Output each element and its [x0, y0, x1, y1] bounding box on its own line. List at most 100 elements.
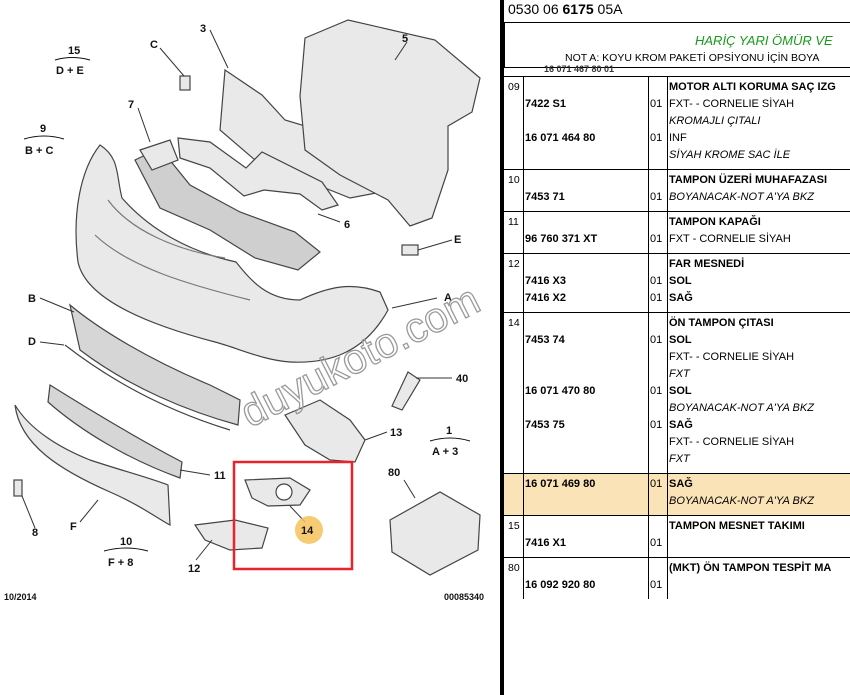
row-number: 80: [508, 562, 520, 574]
part-number: 16 071 464 80: [525, 132, 596, 144]
description: FXT: [669, 453, 690, 465]
bezel-13-shape: [193, 519, 269, 551]
quantity: 01: [650, 191, 663, 203]
highlight-box: [232, 460, 354, 571]
callout-80: 80: [388, 467, 400, 479]
part-number: 16 071 470 80: [525, 385, 596, 397]
part-number: 16 071 469 80: [525, 478, 596, 490]
table-row: 10 TAMPON ÜZERİ MUHAFAZASI 7453 71 01 BOYANA…: [504, 169, 850, 211]
quantity: 01: [650, 98, 663, 110]
description: SOL: [669, 334, 692, 346]
strip-c-shape: [64, 344, 231, 431]
callout-d: C: [150, 39, 158, 51]
callout-f: F: [70, 521, 77, 533]
strip-40-shape: [391, 371, 421, 411]
description: TAMPON KAPAĞI: [669, 216, 761, 228]
callout-7: 7: [128, 99, 134, 111]
row-number: 09: [508, 81, 520, 93]
bumper-cover-shape: [75, 144, 389, 363]
parts-catalog-panel: 0530 06 6175 05A HARİÇ YARI ÖMÜR VE NOT …: [504, 0, 850, 695]
quantity: 01: [650, 537, 663, 549]
highlight-badge: [295, 516, 323, 544]
row-number: 15: [508, 520, 520, 532]
description: BOYANACAK-NOT A'YA BKZ: [669, 191, 814, 203]
quantity: 01: [650, 132, 663, 144]
svg-text:10: 10: [120, 536, 132, 548]
grille-b-shape: [69, 303, 241, 426]
description: FXT- - CORNELIE SİYAH: [669, 98, 795, 110]
description: SOL: [669, 385, 692, 397]
callout-b: B: [28, 293, 36, 305]
description: FXT- - CORNELIE SİYAH: [669, 436, 795, 448]
part-number: 7422 S1: [525, 98, 566, 110]
callout-13: 12: [188, 563, 200, 575]
radiator-support-shape: [299, 19, 481, 227]
callout-5: 5: [402, 33, 408, 45]
fastener-kit-shape: [389, 491, 481, 576]
group-15: 15 D + E: [54, 45, 91, 77]
quantity: 01: [650, 579, 663, 591]
skid-plate-f-shape: [14, 404, 171, 526]
description: BOYANACAK-NOT A'YA BKZ: [669, 495, 814, 507]
svg-text:9: 9: [40, 123, 46, 135]
row-number: 12: [508, 258, 520, 270]
diagram-ref: 00085340: [444, 592, 484, 602]
quantity: 01: [650, 334, 663, 346]
description: SAĞ: [669, 419, 693, 431]
description: FAR MESNEDİ: [669, 258, 745, 270]
description: SAĞ: [669, 292, 693, 304]
catalog-green-title: HARİÇ YARI ÖMÜR VE: [695, 33, 833, 48]
catalog-code: 0530 06 6175 05A: [508, 1, 623, 17]
callout-12: 13: [390, 427, 402, 439]
description: FXT- - CORNELIE SİYAH: [669, 351, 795, 363]
lower-grille-shape: [134, 147, 321, 271]
part-number: 7416 X1: [525, 537, 566, 549]
table-row: 16 071 469 80 01 SAĞ BOYANACAK-NOT A'YA BKZ: [504, 473, 850, 515]
callout-a: A: [444, 292, 452, 304]
callout-c: D: [28, 336, 36, 348]
callout-8: 8: [32, 527, 38, 539]
diagram-canvas: 3 5 7 6 C E A B D 40 13 11 80 12 F 8 14 …: [4, 19, 484, 602]
callout-11: 11: [214, 470, 226, 482]
description: SOL: [669, 275, 692, 287]
part-number: 7416 X3: [525, 275, 566, 287]
description: TAMPON MESNET TAKIMI: [669, 520, 805, 532]
quantity: 01: [650, 478, 663, 490]
svg-text:15: 15: [68, 45, 80, 57]
group-9: 9 B + C: [23, 123, 65, 157]
svg-text:F + 8: F + 8: [108, 557, 133, 569]
catalog-cut-line: 16 071 467 80 01: [544, 64, 615, 74]
row-number: 10: [508, 174, 520, 186]
grille-11-shape: [47, 383, 183, 479]
description: ÖN TAMPON ÇITASI: [669, 317, 774, 329]
description: FXT: [669, 368, 690, 380]
description: BOYANACAK-NOT A'YA BKZ: [669, 402, 814, 414]
description: SİYAH KROME SAC İLE: [669, 149, 791, 161]
table-row: 15 TAMPON MESNET TAKIMI 7416 X1 01: [504, 515, 850, 557]
description: SAĞ: [669, 478, 693, 490]
part-number: 16 092 920 80: [525, 579, 596, 591]
callout-6: 6: [344, 219, 350, 231]
description: KROMAJLI ÇITALI: [669, 115, 761, 127]
part-number: 7453 75: [525, 419, 565, 431]
description: FXT - CORNELIE SİYAH: [669, 233, 791, 245]
description: TAMPON ÜZERİ MUHAFAZASI: [669, 174, 828, 186]
svg-text:A + 3: A + 3: [432, 446, 458, 458]
part-number: 96 760 371 XT: [525, 233, 598, 245]
bracket-12-shape: [284, 399, 366, 463]
group-10: 10 F + 8: [103, 536, 149, 569]
chrome-strip-shape: [177, 137, 339, 211]
svg-text:1: 1: [446, 425, 452, 437]
callout-40: 40: [456, 373, 468, 385]
diagram-date: 10/2014: [4, 592, 37, 602]
svg-text:D + E: D + E: [56, 65, 84, 77]
quantity: 01: [650, 275, 663, 287]
callout-3: 3: [200, 23, 206, 35]
row-number: 11: [508, 216, 519, 228]
description: MOTOR ALTI KORUMA SAÇ IZG: [669, 81, 836, 93]
row-number: [504, 474, 526, 478]
part-number: 7453 71: [525, 191, 565, 203]
